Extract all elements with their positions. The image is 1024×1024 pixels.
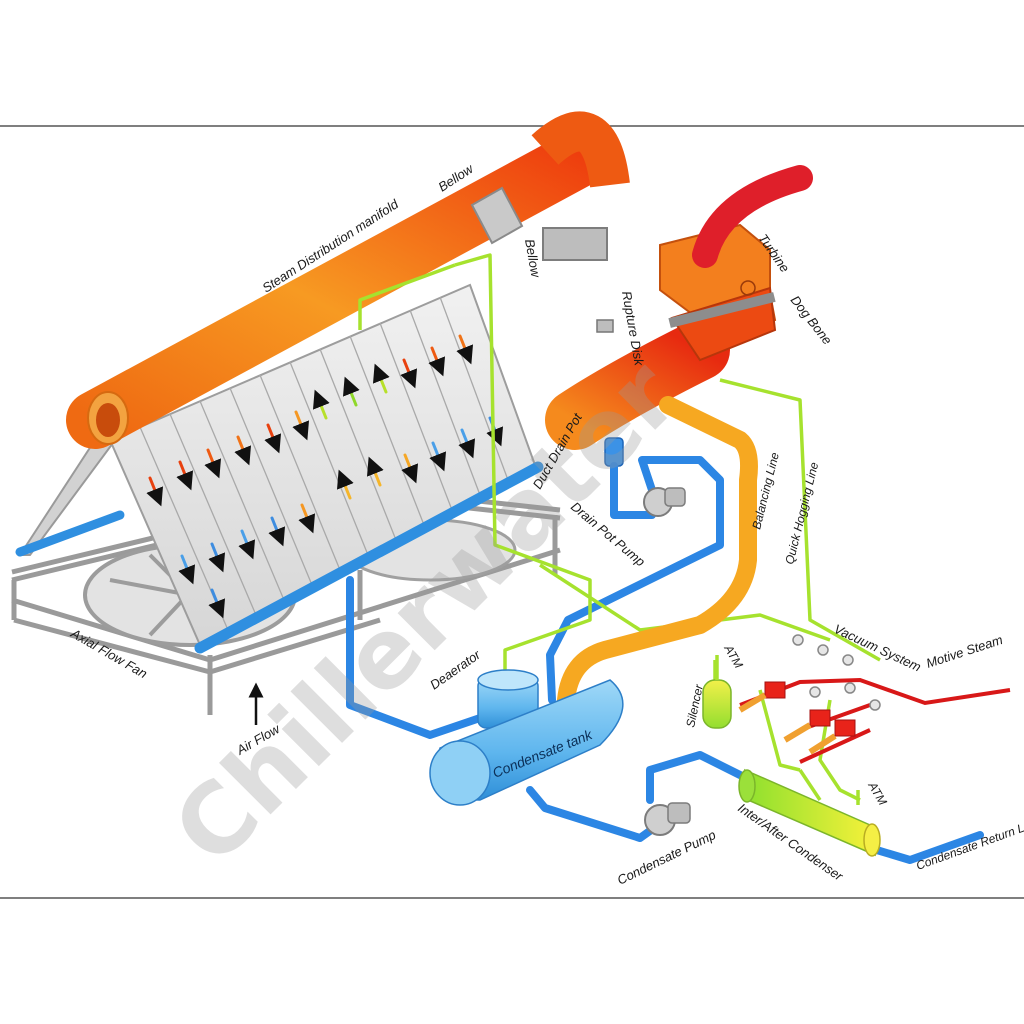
label-vacuum-system: Vacuum System — [832, 621, 924, 674]
label-motive-steam: Motive Steam — [924, 632, 1004, 671]
label-atm-silencer: ATM — [721, 642, 746, 671]
steam-distribution-manifold — [66, 126, 614, 449]
label-dog-bone: Dog Bone — [788, 293, 835, 348]
manifold-bellow — [470, 186, 524, 245]
vertical-steam-duct — [531, 111, 630, 420]
label-condensate-return-line: Condensate Return Line — [914, 815, 1024, 873]
steam-ejectors — [738, 681, 856, 755]
condensate-header-bottom — [194, 461, 544, 654]
turbine-inlet — [692, 165, 813, 268]
vacuum-valves — [792, 634, 881, 711]
label-atm-condenser: ATM — [865, 779, 890, 808]
condensate-pump — [644, 802, 691, 836]
turbine-exhaust-duct — [545, 320, 730, 450]
label-bellow-vertical: Bellow — [522, 238, 544, 280]
orange-condensate-line — [557, 396, 758, 709]
rupture-disk — [596, 319, 614, 333]
vertical-bellow — [542, 227, 608, 261]
drain-pot-pump — [643, 487, 686, 517]
steam-flow-arrows — [146, 334, 504, 619]
silencer — [702, 655, 732, 729]
inter-after-condenser — [738, 768, 881, 857]
tube-bundle-dividers — [139, 296, 509, 631]
turbine-assembly — [659, 165, 813, 362]
condensate-header-left — [15, 510, 125, 557]
